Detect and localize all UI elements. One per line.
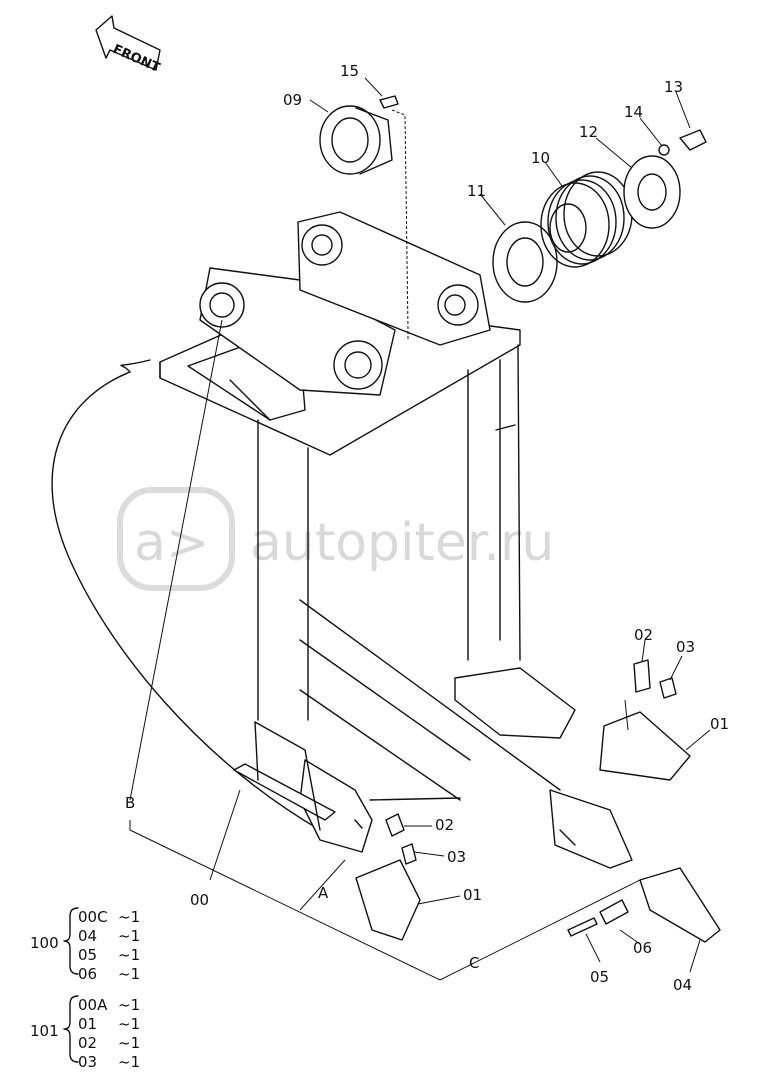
assembly-101-id: 101 [30, 1022, 59, 1040]
callout-11: 11 [467, 182, 486, 200]
callout-06: 06 [633, 939, 652, 957]
watermark-logo-frame [117, 487, 235, 591]
spring-10 [540, 171, 633, 268]
callout-15: 15 [340, 62, 359, 80]
assembly-100-qty-1: ~1 [118, 908, 140, 926]
tooth-01-front [355, 859, 421, 941]
watermark: a> autopiter.ru [117, 487, 554, 591]
assembly-101-part-2: 01 [78, 1015, 97, 1033]
section-letter-c: C [469, 954, 479, 972]
assembly-100-part-1: 00C [78, 908, 108, 926]
assembly-100-id: 100 [30, 934, 59, 952]
callout-13: 13 [664, 78, 683, 96]
pin-boss-right-rear [437, 284, 479, 326]
pin-boss-right-front [333, 340, 383, 390]
pin-15 [379, 95, 399, 109]
assembly-101-part-3: 02 [78, 1034, 97, 1052]
front-arrow: FRONT [95, 15, 162, 76]
callout-09: 09 [283, 91, 302, 109]
callout-05: 05 [590, 968, 609, 986]
section-letter-b: B [125, 794, 135, 812]
assembly-100: 100 00C ~1 04 ~1 05 ~1 06 ~1 [30, 907, 140, 983]
leader-lines [129, 77, 711, 981]
assembly-100-qty-4: ~1 [118, 965, 140, 983]
watermark-text: autopiter.ru [250, 513, 554, 573]
ring-11 [492, 221, 558, 303]
pin-05 [567, 917, 598, 937]
callout-03-right: 03 [676, 638, 695, 656]
assembly-101-part-1: 00A [78, 996, 108, 1014]
callout-03-front: 03 [447, 848, 466, 866]
tooth-04 [639, 867, 721, 943]
section-letter-a: A [318, 884, 329, 902]
assembly-101-qty-3: ~1 [118, 1034, 140, 1052]
callout-02-front: 02 [435, 816, 454, 834]
assembly-101-part-4: 03 [78, 1053, 97, 1071]
assembly-100-qty-3: ~1 [118, 946, 140, 964]
callout-02-right: 02 [634, 626, 653, 644]
ripper-shank-body [51, 211, 633, 869]
pin-02-right [633, 659, 651, 693]
pin-09 [319, 105, 393, 175]
assembly-100-part-4: 06 [78, 965, 97, 983]
lock-03-front [401, 843, 417, 865]
pin-boss-left-rear [301, 224, 343, 266]
plate-12 [623, 155, 681, 229]
lock-03-right [659, 677, 677, 699]
pin-02-front [385, 813, 405, 837]
callout-01-right: 01 [710, 715, 729, 733]
assembly-100-part-2: 04 [78, 927, 97, 945]
watermark-logo: a> [134, 513, 209, 573]
callout-10: 10 [531, 149, 550, 167]
callout-14: 14 [624, 103, 643, 121]
assembly-101-qty-4: ~1 [118, 1053, 140, 1071]
callout-01-front: 01 [463, 886, 482, 904]
assembly-101: 101 00A ~1 01 ~1 02 ~1 03 ~1 [30, 995, 140, 1071]
sleeve-06 [599, 899, 629, 925]
callout-00: 00 [190, 891, 209, 909]
assembly-101-qty-2: ~1 [118, 1015, 140, 1033]
callout-04: 04 [673, 976, 692, 994]
pin-boss-left-front [199, 282, 245, 328]
tooth-01-right [599, 711, 691, 781]
assembly-101-qty-1: ~1 [118, 996, 140, 1014]
assembly-100-part-3: 05 [78, 946, 97, 964]
callout-12: 12 [579, 123, 598, 141]
assembly-100-qty-2: ~1 [118, 927, 140, 945]
washer-14 [658, 144, 670, 156]
bolt-13 [679, 129, 707, 151]
